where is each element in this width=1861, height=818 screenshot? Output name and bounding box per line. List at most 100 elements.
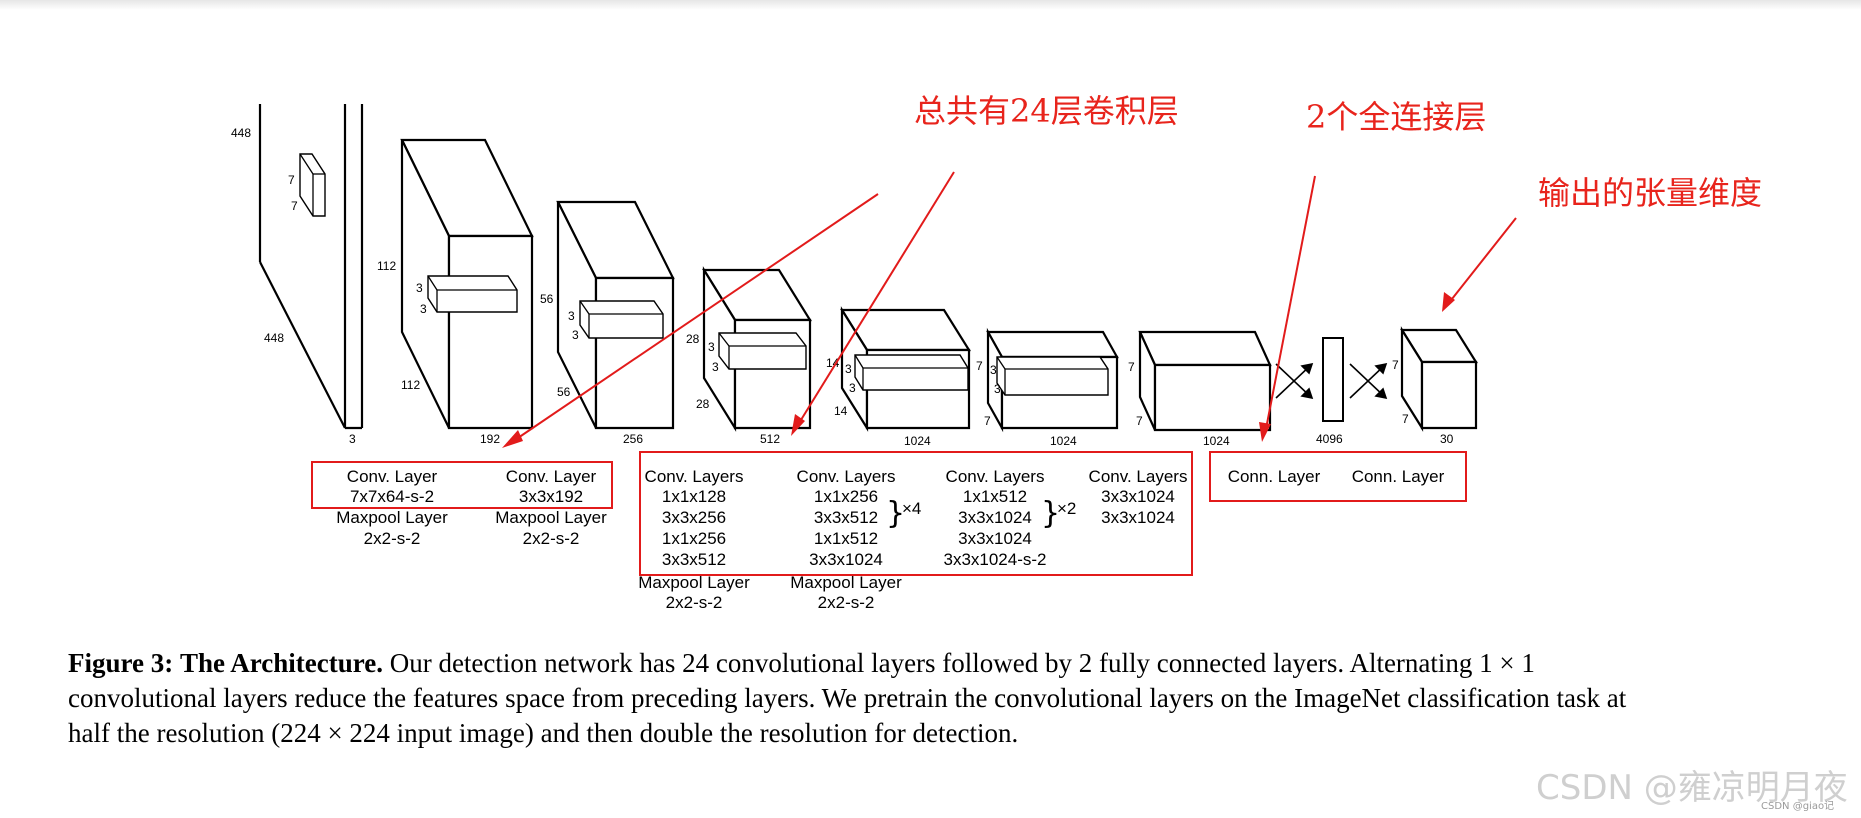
dim-b3-w: 28: [696, 397, 710, 411]
arrow-head-to-512: [791, 414, 805, 436]
figure-caption: Figure 3: The Architecture. Our detectio…: [68, 646, 1668, 751]
g4-repeat-count: ×4: [902, 499, 921, 518]
arrow-head-to-192: [502, 430, 523, 448]
g5-repeat-count: ×2: [1057, 499, 1076, 518]
watermark: CSDN @雍凉明月夜: [1536, 768, 1848, 808]
annotation-2-fc-layers: 2个全连接层: [1306, 98, 1486, 136]
dim-b4-c: 1024: [904, 434, 931, 448]
g4-title: Conv. Layers: [797, 467, 896, 486]
dim-b2-w: 56: [557, 385, 571, 399]
dim-b2-h: 56: [540, 292, 554, 306]
dim-out-h: 7: [1392, 358, 1399, 372]
volume-block-2: [556, 200, 675, 430]
dim-b1-h: 112: [377, 259, 396, 273]
g4-layer-1: 1x1x256: [814, 487, 878, 506]
g6-layer-2: 3x3x1024: [1101, 508, 1175, 527]
g2-conv-spec: 3x3x192: [519, 487, 583, 506]
g4-repeat-brace: }: [886, 496, 905, 531]
highlight-box-middle-convs: [639, 451, 1193, 576]
dim-b4-w: 14: [834, 404, 848, 418]
caption-text: Our detection network has 24 convolution…: [68, 648, 1627, 748]
g3-title: Conv. Layers: [645, 467, 744, 486]
volume-block-4: [840, 306, 971, 432]
input-volume: [258, 104, 364, 430]
arrow-head-to-output: [1442, 292, 1455, 312]
volume-block-5: [986, 327, 1119, 433]
g3-layer-1: 1x1x128: [662, 487, 726, 506]
dim-b5-h: 7: [976, 359, 983, 373]
fc1-title: Conn. Layer: [1228, 467, 1321, 486]
dim-b6-c: 1024: [1203, 434, 1230, 448]
dim-k4-b: 3: [712, 360, 719, 374]
g2-conv-title: Conv. Layer: [506, 467, 597, 486]
dim-k6-a: 3: [990, 363, 997, 377]
dim-b4-h: 14: [826, 356, 840, 370]
annotation-24-conv-layers: 总共有24层卷积层: [914, 92, 1179, 130]
dim-b3-h: 28: [686, 332, 700, 346]
g3-layer-3: 1x1x256: [662, 529, 726, 548]
dim-k2-b: 3: [420, 302, 427, 316]
g4-layer-2: 3x3x512: [814, 508, 878, 527]
arrow-line-to-512: [795, 171, 955, 429]
dim-k5-b: 3: [849, 381, 856, 395]
dim-input-h: 448: [231, 126, 251, 140]
g3-layer-2: 3x3x256: [662, 508, 726, 527]
arrow-line-to-fc: [1264, 175, 1316, 435]
annotation-output-tensor-dims: 输出的张量维度: [1538, 174, 1762, 212]
dim-b6-h: 7: [1128, 360, 1135, 374]
g5-layer-2: 3x3x1024: [958, 508, 1032, 527]
arrow-head-to-fc: [1259, 422, 1271, 442]
arrow-line-to-192: [511, 193, 879, 443]
dim-b1-w: 112: [401, 378, 420, 392]
volume-block-6: [1138, 330, 1272, 432]
dim-b2-c: 256: [623, 432, 643, 446]
dim-k6-b: 3: [994, 382, 1001, 396]
red-arrows: [502, 171, 1517, 448]
g2-pool-spec: 2x2-s-2: [523, 529, 580, 548]
arrow-line-to-output: [1447, 217, 1517, 305]
dim-input-c: 3: [349, 432, 356, 446]
highlight-box-fc-layers: [1209, 451, 1467, 502]
dim-k3-a: 3: [568, 309, 575, 323]
g5-title: Conv. Layers: [946, 467, 1045, 486]
highlight-box-first-convs: [311, 461, 613, 509]
dim-kernel1-a: 7: [288, 173, 295, 187]
g4-layer-4: 3x3x1024: [809, 550, 883, 569]
watermark-small: CSDN @giao记: [1761, 801, 1835, 812]
g5-layer-3: 3x3x1024: [958, 529, 1032, 548]
dim-out-c: 30: [1440, 432, 1454, 446]
g5-repeat-brace: }: [1041, 496, 1060, 531]
dim-k2-a: 3: [416, 281, 423, 295]
dim-b6-w: 7: [1136, 414, 1143, 428]
dim-input-w: 448: [264, 331, 284, 345]
caption-label: Figure 3:: [68, 648, 174, 678]
g4-layer-3: 1x1x512: [814, 529, 878, 548]
g6-title: Conv. Layers: [1089, 467, 1188, 486]
fc-connections: [1275, 337, 1388, 422]
dim-b1-c: 192: [480, 432, 500, 446]
top-bar: [0, 0, 1861, 10]
output-volume: [1400, 326, 1478, 432]
g1-pool-title: Maxpool Layer: [336, 508, 448, 527]
volume-block-1: [400, 138, 534, 430]
g1-pool-spec: 2x2-s-2: [364, 529, 421, 548]
g3-pool-spec: 2x2-s-2: [666, 593, 723, 612]
dim-kernel1-b: 7: [291, 199, 298, 213]
architecture-diagram: 448 448 3 7 7 112 112 192 3 3 56 56 256 …: [231, 92, 1762, 612]
dim-k3-b: 3: [572, 328, 579, 342]
dim-b5-c: 1024: [1050, 434, 1077, 448]
g2-pool-title: Maxpool Layer: [495, 508, 607, 527]
dim-b3-c: 512: [760, 432, 780, 446]
g3-layer-4: 3x3x512: [662, 550, 726, 569]
g6-layer-1: 3x3x1024: [1101, 487, 1175, 506]
g1-conv-title: Conv. Layer: [347, 467, 438, 486]
dim-fc1: 4096: [1316, 432, 1343, 446]
dim-b5-w: 7: [984, 414, 991, 428]
g4-pool-spec: 2x2-s-2: [818, 593, 875, 612]
g5-layer-1: 1x1x512: [963, 487, 1027, 506]
g1-conv-spec: 7x7x64-s-2: [350, 487, 434, 506]
g3-pool-title: Maxpool Layer: [638, 573, 750, 592]
g4-pool-title: Maxpool Layer: [790, 573, 902, 592]
dim-out-w: 7: [1402, 412, 1409, 426]
fc2-title: Conn. Layer: [1352, 467, 1445, 486]
